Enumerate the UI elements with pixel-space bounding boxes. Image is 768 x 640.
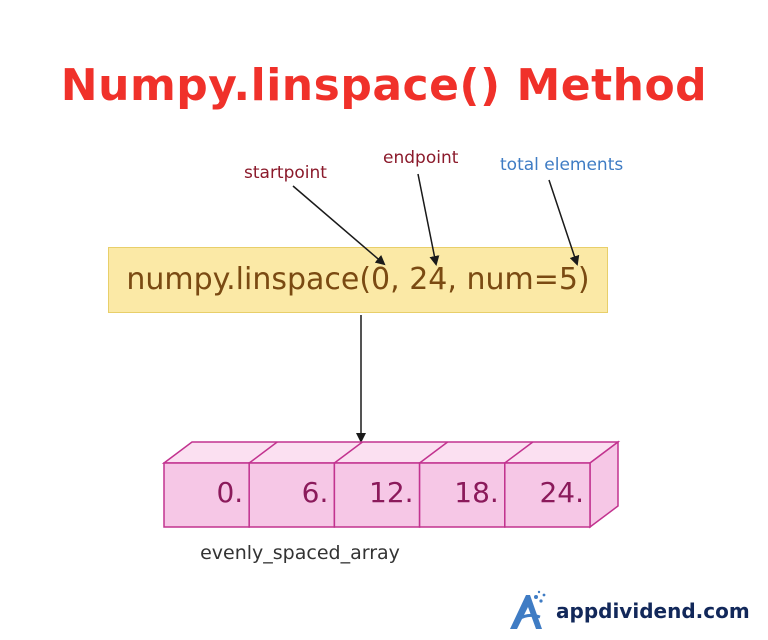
array-cell-top-divider	[333, 441, 363, 464]
code-expression-box: numpy.linspace(0, 24, num=5)	[108, 247, 608, 313]
code-expression: numpy.linspace(0, 24, num=5)	[126, 262, 590, 297]
array-cell-value: 12.	[369, 476, 414, 509]
array-cell	[418, 462, 506, 528]
array-name-label: evenly_spaced_array	[200, 542, 400, 564]
array-cell-top-divider	[419, 441, 449, 464]
array-cell-value: 18.	[454, 476, 499, 509]
annotation-arrows	[292, 173, 580, 443]
total-elements-arrow	[548, 179, 580, 266]
array-top-face	[161, 441, 621, 464]
appdividend-logo-icon	[510, 590, 546, 629]
array-cell	[504, 462, 591, 528]
array-cell-value: 0.	[216, 476, 244, 509]
array-cell-value: 6.	[301, 476, 329, 509]
array-cell-top-divider	[504, 441, 534, 464]
array-cell-top-divider	[248, 441, 278, 464]
diagram-title: Numpy.linspace() Method	[60, 60, 708, 111]
array-cell	[163, 462, 250, 528]
array-cells	[161, 440, 621, 529]
startpoint-label: startpoint	[244, 163, 327, 183]
endpoint-arrow	[417, 173, 440, 266]
brand-logo[interactable]: appdividend.com	[506, 589, 750, 633]
endpoint-label: endpoint	[383, 148, 459, 168]
array-cell-value: 24.	[539, 476, 584, 509]
total-elements-label: total elements	[500, 155, 624, 175]
startpoint-arrow	[292, 185, 386, 266]
brand-name: appdividend.com	[556, 599, 750, 623]
